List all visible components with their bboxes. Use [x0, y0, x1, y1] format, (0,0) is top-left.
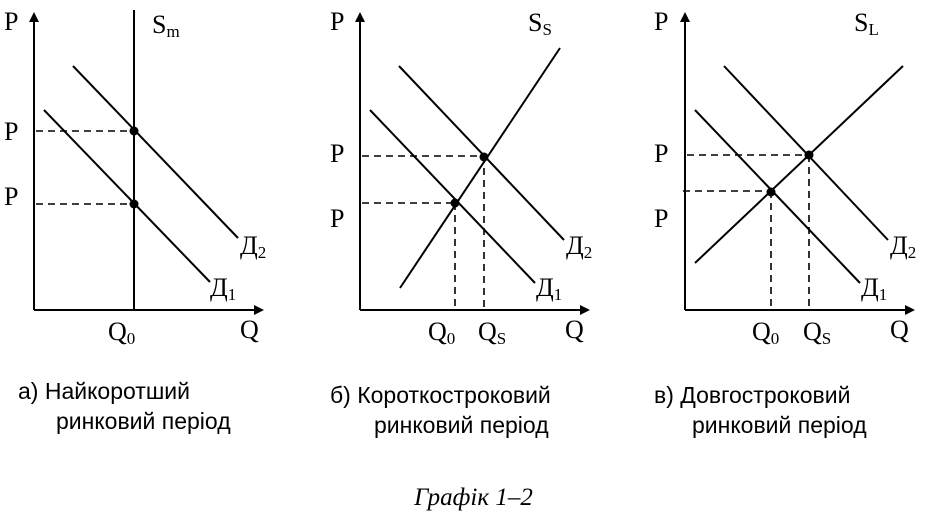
panel-b: P P P Q SS Д2 Д1 Q0 QS [330, 7, 592, 348]
panel-b-demand1-sub: 1 [554, 285, 563, 304]
panel-c-demand1-curve [694, 109, 861, 284]
panel-a-supply-sub: m [166, 22, 179, 41]
panel-b-caption-line2: ринковий період [374, 412, 549, 438]
panel-b-demand2-sub: 2 [584, 243, 593, 262]
panel-a-supply-label: S [152, 10, 166, 39]
panel-a-quantity-axis-label: Q [240, 315, 259, 344]
panel-a-caption-line2: ринковий період [56, 408, 231, 434]
panel-b-q0-label: Q [428, 317, 447, 346]
panel-b-price-label-lower: P [330, 204, 344, 233]
panel-c-q0-label: Q [752, 317, 771, 346]
panel-c-equilibrium-point-1 [766, 187, 776, 197]
panel-c-demand2-sub: 2 [908, 243, 917, 262]
panel-c-equilibrium-point-2 [804, 150, 814, 160]
panel-a-price-label-lower: P [4, 182, 18, 211]
panel-a-price-axis-label: P [4, 7, 18, 36]
panel-c: P P P Q SL Д2 Д1 Q0 QS [654, 7, 916, 348]
panel-b-supply-curve [399, 47, 561, 289]
svg-text:SS: SS [528, 8, 552, 39]
panel-c-caption-line1: в) Довгостроковий [654, 382, 851, 408]
svg-text:Q0: Q0 [752, 317, 779, 348]
panel-c-qs-sub: S [822, 329, 831, 348]
svg-text:Д2: Д2 [566, 231, 592, 262]
panel-b-q0-sub: 0 [447, 329, 456, 348]
panel-c-supply-label: S [854, 8, 868, 37]
panel-b-demand1-curve [369, 109, 536, 284]
svg-text:Q0: Q0 [108, 317, 135, 348]
panel-b-equilibrium-point-2 [479, 152, 489, 162]
panel-a-demand2-sub: 2 [258, 243, 267, 262]
svg-text:SL: SL [854, 8, 879, 39]
panel-b-equilibrium-point-1 [450, 198, 460, 208]
svg-text:Д2: Д2 [890, 231, 916, 262]
panel-c-caption-line2: ринковий період [692, 412, 867, 438]
panel-c-supply-curve [694, 65, 904, 264]
panel-b-price-axis-label: P [330, 7, 344, 36]
panel-b-demand2-label: Д [566, 231, 584, 260]
svg-text:Д1: Д1 [210, 273, 236, 304]
panel-a-demand1-sub: 1 [228, 285, 237, 304]
panel-a-price-label-upper: P [4, 117, 18, 146]
panel-a-demand1-label: Д [210, 273, 228, 302]
panel-a-demand2-label: Д [240, 231, 258, 260]
panel-b-price-label-upper: P [330, 139, 344, 168]
panel-b-demand2-curve [398, 65, 565, 241]
panel-c-demand1-sub: 1 [879, 285, 888, 304]
panel-c-quantity-axis-label: Q [890, 315, 909, 344]
panel-a-q0-sub: 0 [127, 329, 136, 348]
svg-text:Q0: Q0 [428, 317, 455, 348]
panel-b-caption-line1: б) Короткостроковий [330, 382, 551, 408]
panel-c-demand1-label: Д [861, 273, 879, 302]
panel-a: P P P Q Sm Д2 Д1 Q0 [4, 7, 266, 348]
panel-c-price-axis-label: P [654, 7, 668, 36]
panel-b-caption: б) Короткостроковий ринковий період [330, 380, 551, 440]
panel-b-supply-label: S [528, 8, 542, 37]
panel-a-caption: а) Найкоротший ринковий період [18, 376, 231, 436]
panel-b-quantity-axis-label: Q [565, 315, 584, 344]
panel-a-caption-line1: а) Найкоротший [18, 378, 190, 404]
svg-text:Д1: Д1 [536, 273, 562, 304]
svg-text:Sm: Sm [152, 10, 180, 41]
panel-c-supply-sub: L [868, 20, 878, 39]
panel-a-equilibrium-point-2 [129, 126, 139, 136]
panel-b-demand1-label: Д [536, 273, 554, 302]
panel-b-qs-sub: S [497, 329, 506, 348]
panel-b-supply-sub: S [542, 20, 551, 39]
panel-a-equilibrium-point-1 [129, 199, 139, 209]
svg-text:Д2: Д2 [240, 231, 266, 262]
panel-c-qs-label: Q [803, 317, 822, 346]
panel-a-demand2-curve [72, 65, 239, 239]
figure-title: Графік 1–2 [414, 484, 533, 511]
panel-c-demand2-label: Д [890, 231, 908, 260]
panel-b-qs-label: Q [478, 317, 497, 346]
panel-c-price-label-upper: P [654, 139, 668, 168]
panel-c-price-label-lower: P [654, 204, 668, 233]
panel-c-q0-sub: 0 [771, 329, 780, 348]
svg-text:QS: QS [478, 317, 506, 348]
panel-a-q0-label: Q [108, 317, 127, 346]
panel-a-demand1-curve [43, 109, 211, 283]
panel-c-caption: в) Довгостроковий ринковий період [654, 380, 867, 440]
svg-text:Д1: Д1 [861, 273, 887, 304]
svg-text:QS: QS [803, 317, 831, 348]
